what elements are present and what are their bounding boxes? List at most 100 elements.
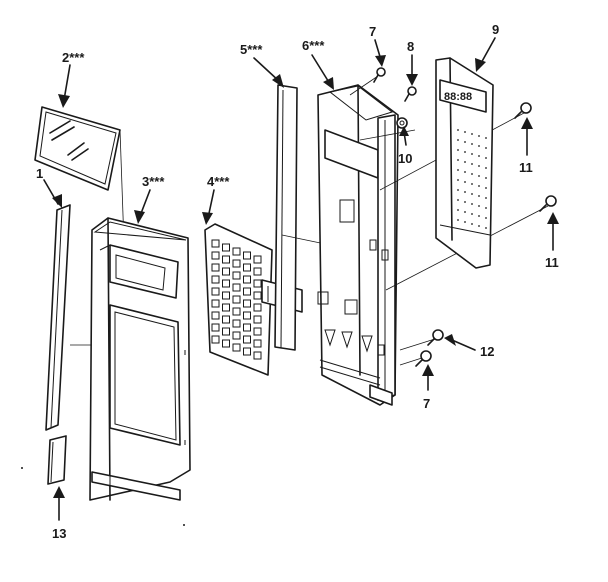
label-part-4: 4*** bbox=[207, 174, 230, 189]
part-2-glass-window bbox=[34, 106, 121, 191]
keypad-key bbox=[222, 255, 230, 264]
keypad-key bbox=[232, 283, 241, 292]
keypad-key bbox=[232, 247, 241, 256]
keypad-key bbox=[253, 279, 262, 288]
board-dot bbox=[485, 167, 487, 169]
board-dot bbox=[457, 149, 459, 151]
board-dot bbox=[478, 165, 480, 167]
keypad-key bbox=[232, 343, 241, 352]
board-dot bbox=[478, 195, 480, 197]
board-dot bbox=[471, 203, 473, 205]
label-part-7-top: 7 bbox=[369, 24, 376, 39]
keypad-key bbox=[211, 263, 220, 272]
board-dot bbox=[457, 159, 459, 161]
board-dot bbox=[485, 197, 487, 199]
board-dot bbox=[478, 135, 480, 137]
keypad-key bbox=[222, 303, 230, 312]
leader-screw-12 bbox=[399, 337, 439, 351]
label-part-1: 1 bbox=[36, 166, 43, 181]
keypad-key bbox=[222, 243, 230, 252]
keypad-key bbox=[253, 339, 262, 348]
label-part-10: 10 bbox=[398, 151, 412, 166]
keypad-key bbox=[243, 287, 251, 296]
keypad-key bbox=[253, 351, 262, 360]
board-dot bbox=[457, 169, 459, 171]
board-dot bbox=[464, 191, 466, 193]
screw-10 bbox=[396, 117, 408, 129]
part-1-trim-strip bbox=[45, 204, 71, 431]
screw-11-upper bbox=[514, 102, 532, 119]
board-dot bbox=[485, 227, 487, 229]
label-part-3: 3*** bbox=[142, 174, 165, 189]
board-dot bbox=[478, 225, 480, 227]
board-dot bbox=[471, 183, 473, 185]
board-dot bbox=[471, 153, 473, 155]
keypad-key bbox=[253, 315, 262, 324]
keypad-key bbox=[253, 303, 262, 312]
board-dot bbox=[457, 199, 459, 201]
part-13-block bbox=[47, 435, 67, 485]
board-dot bbox=[485, 157, 487, 159]
label-part-9: 9 bbox=[492, 22, 499, 37]
keypad-key bbox=[253, 327, 262, 336]
callout-arrows bbox=[43, 37, 559, 521]
screw-12 bbox=[427, 329, 444, 346]
screw-11-lower bbox=[539, 195, 557, 212]
board-component-dots bbox=[457, 129, 487, 229]
board-dot bbox=[464, 211, 466, 213]
keypad-key bbox=[222, 315, 230, 324]
board-dot bbox=[471, 223, 473, 225]
board-dot bbox=[464, 201, 466, 203]
keypad-key bbox=[243, 275, 251, 284]
keypad-keys bbox=[211, 239, 262, 360]
board-dot bbox=[471, 173, 473, 175]
part-5-gasket-strip bbox=[274, 84, 298, 351]
board-dot bbox=[478, 175, 480, 177]
keypad-key bbox=[253, 291, 262, 300]
keypad-key bbox=[232, 331, 241, 340]
keypad-key bbox=[243, 323, 251, 332]
board-dot bbox=[464, 161, 466, 163]
keypad-key bbox=[222, 279, 230, 288]
part-9-circuit-board: 88:88 bbox=[435, 57, 494, 269]
keypad-key bbox=[211, 275, 220, 284]
board-dot bbox=[457, 219, 459, 221]
keypad-key bbox=[211, 311, 220, 320]
board-dot bbox=[471, 193, 473, 195]
board-dot bbox=[485, 217, 487, 219]
board-dot bbox=[485, 137, 487, 139]
keypad-key bbox=[243, 335, 251, 344]
board-dot bbox=[457, 129, 459, 131]
board-dot bbox=[478, 185, 480, 187]
label-part-7-bottom: 7 bbox=[423, 396, 430, 411]
board-dot bbox=[457, 179, 459, 181]
leader-screw-7a bbox=[349, 75, 379, 96]
board-dot bbox=[485, 177, 487, 179]
speck bbox=[183, 524, 185, 526]
speck bbox=[21, 467, 23, 469]
board-dot bbox=[485, 147, 487, 149]
keypad-key bbox=[232, 271, 241, 280]
keypad-key bbox=[222, 267, 230, 276]
keypad-key bbox=[243, 299, 251, 308]
board-dot bbox=[485, 187, 487, 189]
keypad-key bbox=[211, 299, 220, 308]
board-dot bbox=[471, 143, 473, 145]
board-dot bbox=[464, 181, 466, 183]
screw-7-top bbox=[373, 67, 386, 83]
keypad-key bbox=[232, 307, 241, 316]
board-dot bbox=[478, 145, 480, 147]
keypad-key bbox=[222, 291, 230, 300]
label-part-11-lower: 11 bbox=[545, 255, 559, 270]
board-dot bbox=[471, 163, 473, 165]
board-dot bbox=[478, 155, 480, 157]
keypad-key bbox=[211, 239, 220, 248]
board-dot bbox=[485, 207, 487, 209]
board-dot bbox=[464, 151, 466, 153]
label-part-13: 13 bbox=[52, 526, 66, 541]
keypad-key bbox=[243, 263, 251, 272]
board-dot bbox=[457, 209, 459, 211]
board-dot bbox=[478, 215, 480, 217]
keypad-key bbox=[222, 327, 230, 336]
keypad-key bbox=[211, 251, 220, 260]
